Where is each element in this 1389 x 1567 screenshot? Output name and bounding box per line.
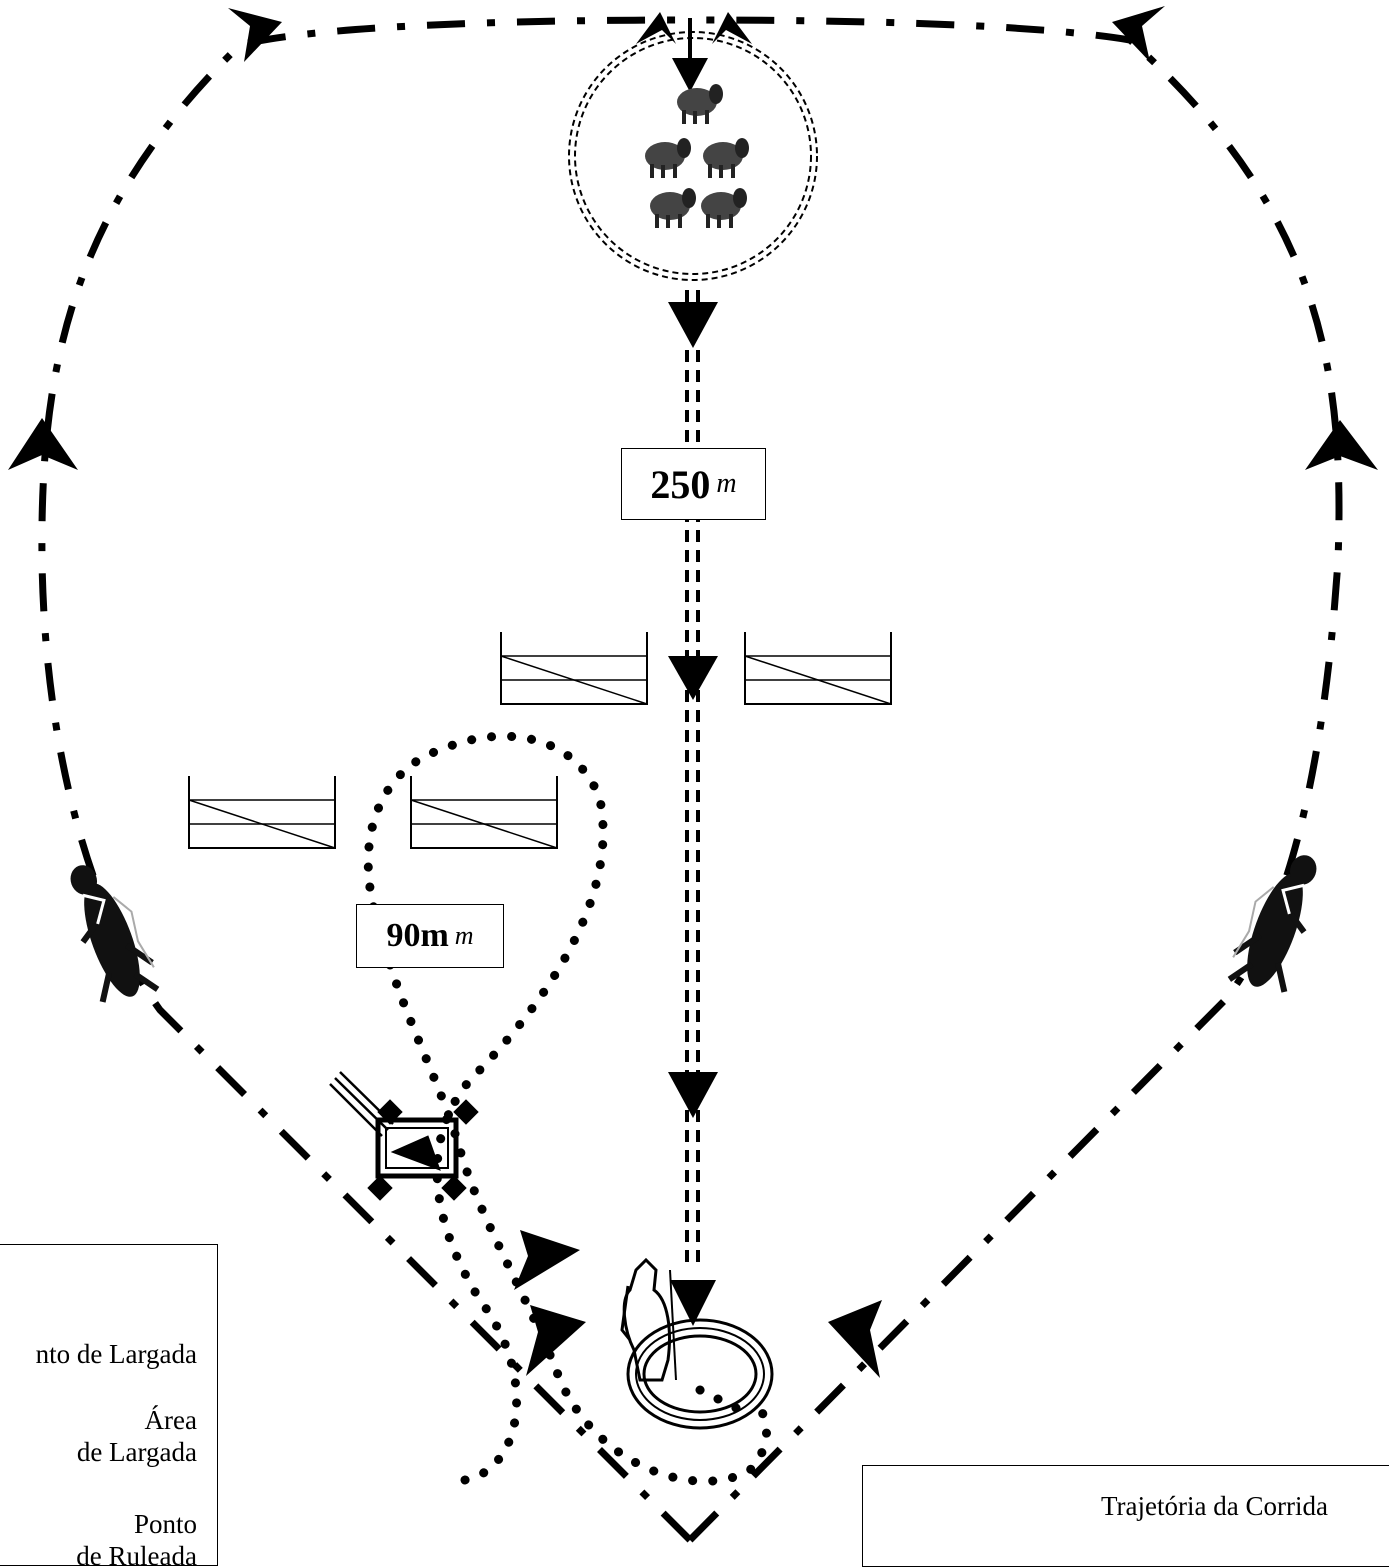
right-up-arrow xyxy=(1305,420,1378,470)
arrow-down-2 xyxy=(668,656,718,700)
legend-start-point-label: nto de Largada xyxy=(36,1339,197,1370)
right-outrun-path xyxy=(690,20,1339,1540)
legend-start-area-label-2: de Largada xyxy=(77,1437,197,1468)
fetch-distance-unit: m xyxy=(455,921,474,951)
arrow-down-1 xyxy=(668,302,718,348)
gate-top-left xyxy=(501,632,647,704)
dog-left xyxy=(56,854,161,1009)
legend-release-point-label-1: Ponto xyxy=(134,1509,197,1540)
arrow-down-3 xyxy=(668,1072,718,1118)
legend-right: Trajetória da Corrida xyxy=(862,1465,1389,1567)
outrun-distance-value: 250 xyxy=(650,461,710,508)
gate-top-right xyxy=(745,632,891,704)
outrun-distance-label: 250 m xyxy=(621,448,766,520)
arrow-down-into-area xyxy=(672,58,708,92)
finish-ring xyxy=(628,1320,772,1428)
return-arrow-1 xyxy=(514,1230,580,1290)
legend-left: nto de Largada Área de Largada Ponto de … xyxy=(0,1244,218,1566)
pen xyxy=(330,1072,478,1200)
outrun-distance-unit: m xyxy=(716,468,736,500)
legend-route-label: Trajetória da Corrida xyxy=(1101,1491,1328,1522)
gate-mid-right xyxy=(411,776,557,848)
dog-right xyxy=(1226,844,1331,999)
gates xyxy=(189,632,891,848)
top-right-arrow xyxy=(1112,6,1165,62)
handler-arrow xyxy=(828,1300,882,1378)
left-up-arrow xyxy=(8,418,78,470)
legend-start-area-label-1: Área xyxy=(145,1405,197,1436)
legend-release-point-label-2: de Ruleada xyxy=(76,1541,197,1566)
fetch-distance-label: 90m m xyxy=(356,904,504,968)
gate-mid-left xyxy=(189,776,335,848)
sheep-flock xyxy=(645,84,749,228)
fetch-distance-value: 90m xyxy=(386,917,448,955)
